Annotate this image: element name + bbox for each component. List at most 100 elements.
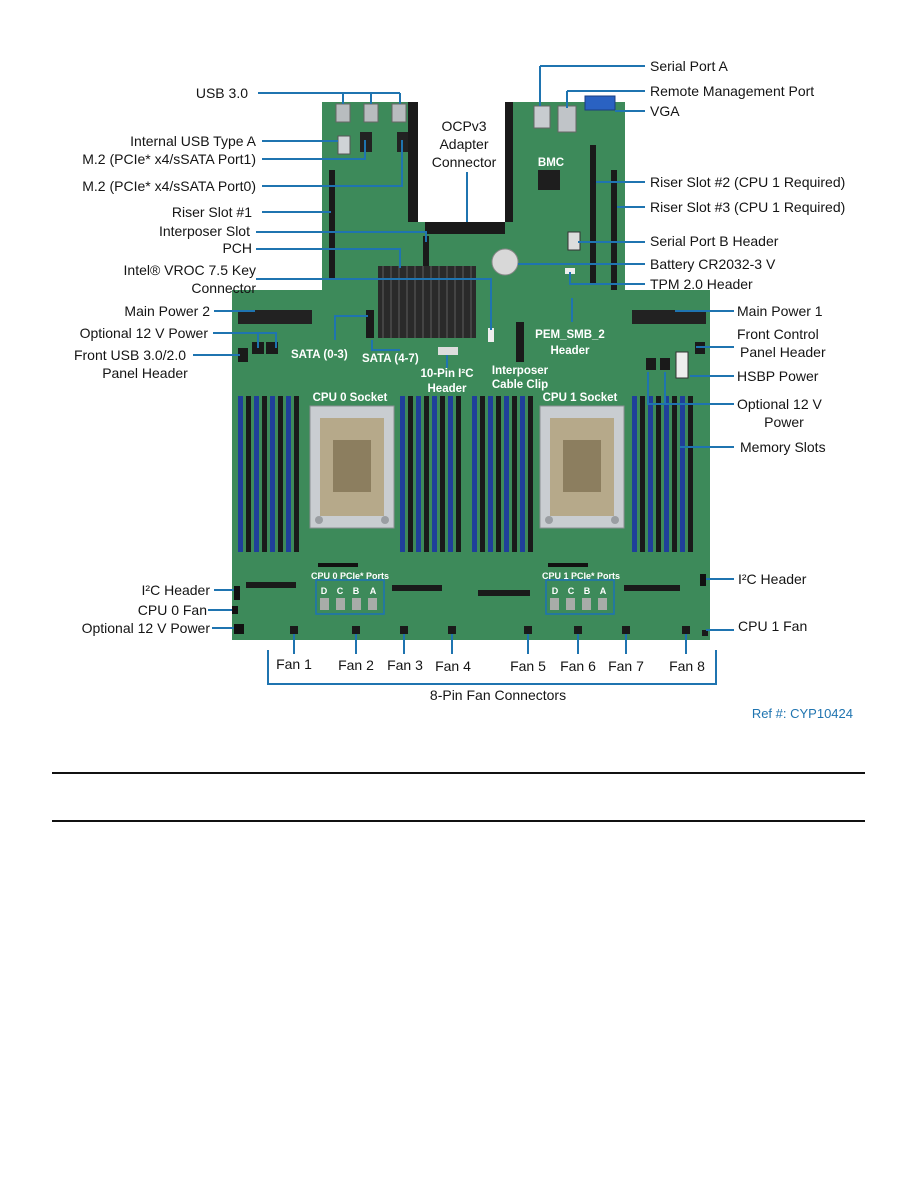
label-front-control-line2: Panel Header (740, 344, 826, 360)
i2c-left-connector (234, 586, 240, 600)
label-ocp-line3: Connector (432, 154, 497, 170)
label-fan-5: Fan 5 (510, 658, 546, 674)
sata-0-3-connector (366, 310, 374, 338)
label-fan-2: Fan 2 (338, 657, 374, 673)
label-cpu1-pcie: CPU 1 PCIe* Ports (542, 571, 620, 581)
fan-headers (290, 626, 708, 636)
cpu0-pcie-connectors (320, 598, 377, 610)
cpu0-socket (309, 405, 395, 529)
remote-management-port-connector (557, 105, 577, 133)
cpu1-port-a: A (600, 586, 607, 596)
label-opt12v-bottom: Optional 12 V Power (82, 620, 211, 636)
cpu0-port-a: A (370, 586, 377, 596)
main-power-1 (632, 310, 706, 324)
riser-1-edge (408, 102, 418, 222)
dimm-slots-right (632, 396, 693, 552)
opt12v-right-connectors (646, 358, 670, 370)
cpu1-pcie-strip (548, 563, 588, 567)
label-pem-line2: Header (551, 345, 591, 357)
hsbp-power (675, 351, 689, 379)
label-sata-4-7: SATA (4-7) (362, 353, 419, 365)
label-opt12v-left: Optional 12 V Power (80, 325, 209, 341)
tpm-header (565, 268, 575, 274)
motherboard-diagram: Serial Port A Remote Management Port VGA… (74, 58, 853, 720)
riser-2-edge (505, 102, 513, 222)
cpu0-port-d: D (321, 586, 328, 596)
cpu0-port-b: B (353, 586, 360, 596)
labels: Serial Port A Remote Management Port VGA… (74, 58, 853, 720)
opt12v-bottom-connector (234, 624, 244, 634)
label-m2-port0: M.2 (PCIe* x4/sSATA Port0) (82, 178, 256, 194)
label-serial-port-b: Serial Port B Header (650, 233, 779, 249)
ref-number: Ref #: CYP10424 (752, 706, 853, 720)
riser-slot-2 (590, 145, 596, 285)
label-ocp-line2: Adapter (439, 136, 488, 152)
label-bmc: BMC (538, 157, 564, 169)
label-cpu1-fan: CPU 1 Fan (738, 618, 807, 634)
label-opt12v-right-line2: Power (764, 414, 804, 430)
label-fan-4: Fan 4 (435, 658, 471, 674)
front-usb-header (238, 348, 248, 362)
label-internal-usb: Internal USB Type A (130, 133, 256, 149)
callout-lines (193, 65, 734, 685)
label-serial-port-a: Serial Port A (650, 58, 728, 74)
label-vroc-line2: Connector (191, 280, 256, 296)
label-pem-line1: PEM_SMB_2 (535, 329, 605, 341)
cpu1-pcie-box (545, 579, 615, 615)
riser-slot-1 (329, 170, 335, 280)
label-hsbp-power: HSBP Power (737, 368, 819, 384)
label-cpu0-socket: CPU 0 Socket (313, 392, 388, 404)
label-usb30: USB 3.0 (196, 85, 248, 101)
battery (491, 248, 519, 276)
cpu1-socket (539, 405, 625, 529)
cpu0-pcie-strip (318, 563, 358, 567)
label-remote-management-port: Remote Management Port (650, 83, 814, 99)
label-interposer-slot: Interposer Slot (159, 223, 250, 239)
cpu0-port-c: C (337, 586, 344, 596)
usb30-ports (335, 103, 407, 123)
label-interposer-clip-line1: Interposer (492, 365, 549, 377)
interposer-slot (423, 236, 429, 276)
cpu1-port-c: C (568, 586, 575, 596)
label-cpu0-fan: CPU 0 Fan (138, 602, 207, 618)
label-main-power-2: Main Power 2 (124, 303, 210, 319)
label-pch: PCH (222, 240, 252, 256)
label-cpu1-socket: CPU 1 Socket (543, 392, 618, 404)
label-cpu0-pcie: CPU 0 PCIe* Ports (311, 571, 389, 581)
main-power-2 (238, 310, 312, 324)
label-main-power-1: Main Power 1 (737, 303, 823, 319)
label-fan-connectors: 8-Pin Fan Connectors (430, 687, 566, 703)
label-front-usb-line2: Panel Header (102, 365, 188, 381)
dimm-slots-middle (400, 396, 533, 552)
riser-slot-3 (611, 170, 617, 290)
cpu1-port-b: B (584, 586, 591, 596)
label-ocp-line1: OCPv3 (441, 118, 486, 134)
serial-port-a-connector (533, 105, 551, 129)
label-riser-3: Riser Slot #3 (CPU 1 Required) (650, 199, 845, 215)
label-i2c-right: I²C Header (738, 571, 807, 587)
label-opt12v-right-line1: Optional 12 V (737, 396, 822, 412)
label-fan-7: Fan 7 (608, 658, 644, 674)
label-memory-slots: Memory Slots (740, 439, 826, 455)
label-battery: Battery CR2032-3 V (650, 256, 776, 272)
top-rule (52, 772, 865, 774)
label-front-control-line1: Front Control (737, 326, 819, 342)
label-front-usb-line1: Front USB 3.0/2.0 (74, 347, 186, 363)
i2c-10pin-header (438, 347, 458, 355)
cpu1-pcie-connectors (550, 598, 607, 610)
interposer-cable-clip (516, 322, 524, 362)
cpu0-fan-connector (232, 606, 238, 614)
label-i2c-left: I²C Header (142, 582, 211, 598)
label-interposer-clip-line2: Cable Clip (492, 379, 548, 391)
label-fan-1: Fan 1 (276, 656, 312, 672)
cpu1-port-d: D (552, 586, 559, 596)
label-vroc-line1: Intel® VROC 7.5 Key (124, 262, 256, 278)
pch-heatsink (378, 266, 476, 338)
label-sata-0-3: SATA (0-3) (291, 349, 348, 361)
internal-usb-connector (337, 135, 351, 155)
vga-connector (584, 95, 616, 111)
bmc-chip (538, 170, 560, 190)
cpu0-pcie-box (315, 579, 385, 615)
bottom-rule (52, 820, 865, 822)
ocp-adapter-connector (425, 222, 505, 234)
